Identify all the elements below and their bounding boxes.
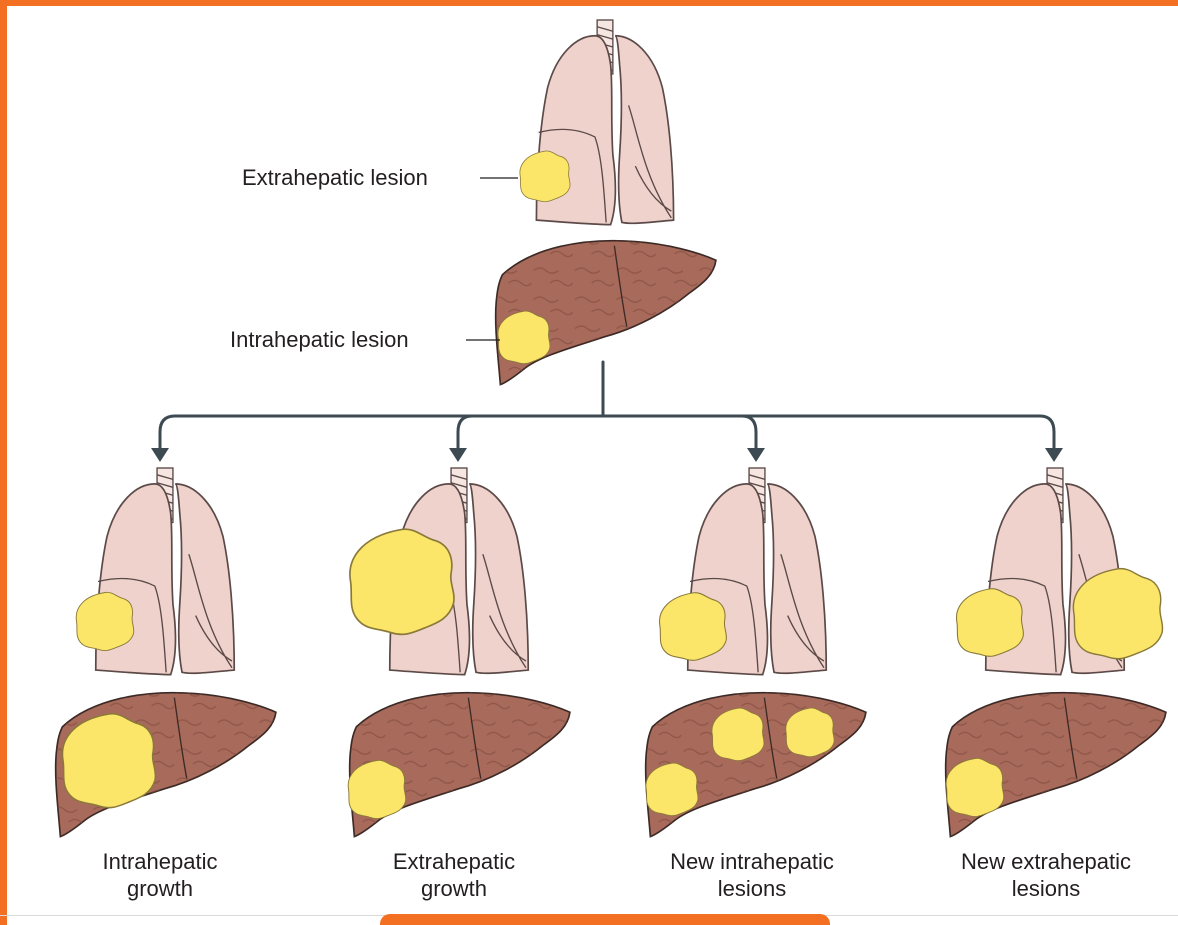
- panel-intrahepatic-growth: [56, 468, 276, 837]
- top-liver-lesion: [498, 311, 550, 364]
- arrow-heads: [151, 448, 1063, 462]
- caption-line-1: Intrahepatic: [40, 848, 280, 875]
- arrow-head-3: [747, 448, 765, 462]
- caption-line-1: New extrahepatic: [926, 848, 1166, 875]
- panel2-lung-lesion: [350, 529, 454, 634]
- panel-new-intrahepatic-lesions: [646, 468, 866, 837]
- panel1-lung-lesion: [76, 592, 134, 650]
- panel3-liver-lesion-3: [786, 708, 834, 757]
- intrahepatic-lesion-label: Intrahepatic lesion: [230, 326, 409, 353]
- top-lung-lesion: [520, 151, 570, 202]
- caption-line-2: lesions: [926, 875, 1166, 902]
- panel-extrahepatic-growth: [348, 468, 570, 837]
- caption-line-1: Extrahepatic: [334, 848, 574, 875]
- panel4-lung-lesion-2: [1073, 569, 1162, 659]
- caption-line-2: growth: [334, 875, 574, 902]
- panel3-liver-lesion-1: [646, 763, 698, 816]
- panel3-lung-lesion: [660, 593, 727, 661]
- arrow-head-1: [151, 448, 169, 462]
- arrow-head-2: [449, 448, 467, 462]
- extrahepatic-lesion-label: Extrahepatic lesion: [242, 164, 428, 191]
- panel4-liver-lesion: [946, 758, 1004, 816]
- caption-line-2: growth: [40, 875, 280, 902]
- panel3-liver-lesion-2: [712, 708, 764, 761]
- panel1-liver-lesion: [62, 714, 155, 808]
- caption-new-extrahepatic-lesions: New extrahepatic lesions: [926, 848, 1166, 902]
- branch-connector: [160, 362, 1054, 454]
- caption-line-2: lesions: [632, 875, 872, 902]
- caption-line-1: New intrahepatic: [632, 848, 872, 875]
- panel2-liver-lesion: [348, 760, 406, 818]
- panel-new-extrahepatic-lesions: [946, 468, 1166, 837]
- caption-intrahepatic-growth: Intrahepatic growth: [40, 848, 280, 902]
- arrow-head-4: [1045, 448, 1063, 462]
- caption-new-intrahepatic-lesions: New intrahepatic lesions: [632, 848, 872, 902]
- caption-extrahepatic-growth: Extrahepatic growth: [334, 848, 574, 902]
- panel4-lung-lesion-1: [957, 589, 1024, 657]
